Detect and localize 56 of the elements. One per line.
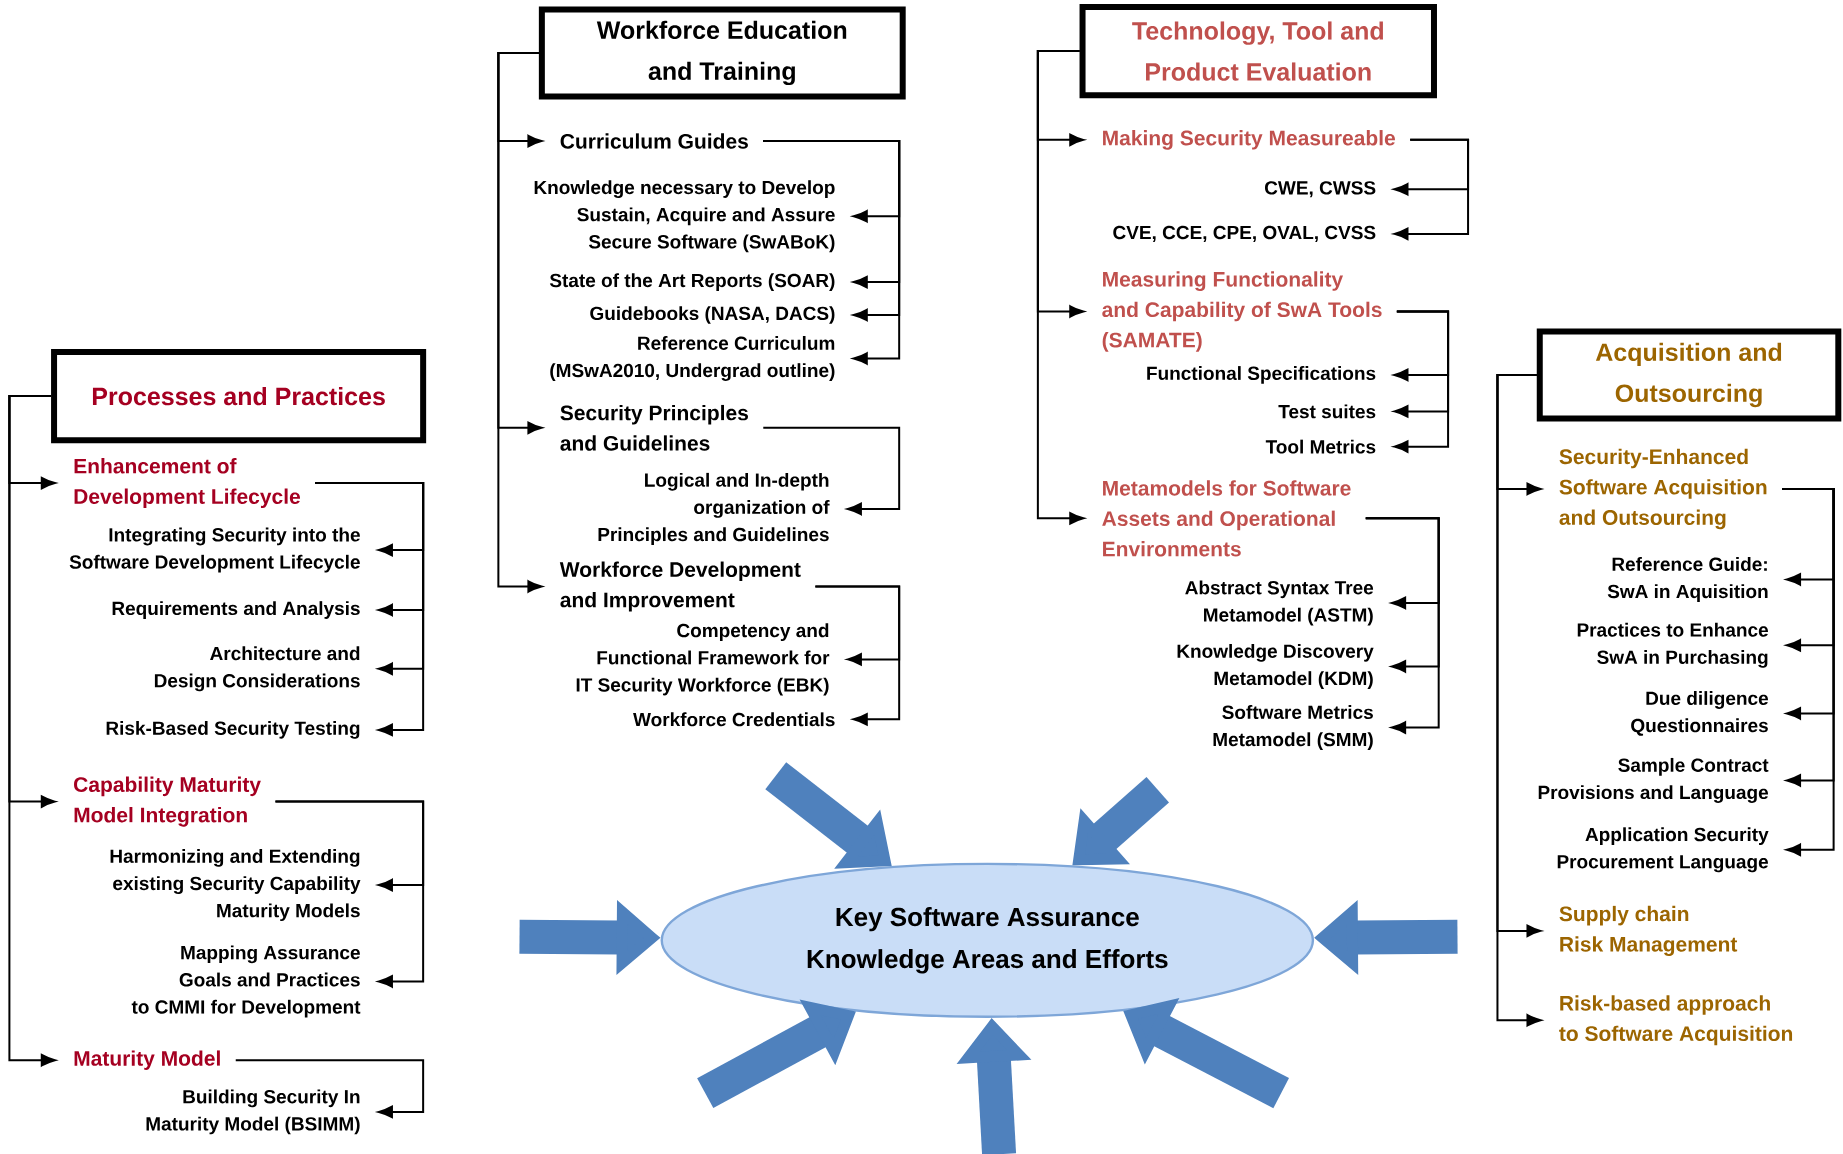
item-label: Harmonizing and Extending existing Security Capability Maturity Models bbox=[110, 849, 361, 922]
category-label: Capability Maturity Model Integration bbox=[74, 776, 261, 827]
item-label: Competency and Functional Framework for IT Security Workforce (EBK) bbox=[576, 623, 830, 696]
item-label: Integrating Security into the Software Development Lifecycle bbox=[69, 527, 360, 573]
connector-arrow bbox=[8, 395, 56, 1067]
item-label: Tool Metrics bbox=[1265, 439, 1376, 454]
category-label: Security-Enhanced Software Acquisition and Outsourcing bbox=[1559, 448, 1767, 530]
connector-arrow bbox=[234, 1059, 425, 1119]
category-label: Workforce Development and Improvement bbox=[559, 561, 801, 612]
item-label: Knowledge Discovery Metamodel (KDM) bbox=[1177, 644, 1374, 689]
connector-arrow bbox=[497, 51, 543, 593]
item-label: Mapping Assurance Goals and Practices to CMMI for Development bbox=[131, 945, 361, 1018]
heading-box: Technology, Tool and Product Evaluation bbox=[1079, 4, 1437, 99]
connector-arrow bbox=[762, 140, 901, 365]
connector-arrow bbox=[762, 426, 901, 516]
connector-arrow bbox=[1393, 310, 1450, 453]
category-label: Enhancement of Development Lifecycle bbox=[74, 458, 300, 509]
category-label: Supply chain Risk Management bbox=[1559, 905, 1738, 956]
item-label: Building Security In Maturity Model (BSIMM) bbox=[146, 1089, 360, 1135]
connector-arrow bbox=[274, 800, 425, 988]
item-label: Software Metrics Metamodel (SMM) bbox=[1213, 705, 1373, 750]
item-label: Sample Contract Provisions and Language bbox=[1538, 757, 1769, 803]
connector-arrow bbox=[814, 585, 901, 726]
item-label: Workforce Credentials bbox=[633, 712, 835, 727]
connector-arrow bbox=[1781, 487, 1835, 857]
item-label: CVE, CCE, CPE, OVAL, CVSS bbox=[1113, 225, 1376, 242]
item-label: Knowledge necessary to Develop Sustain, Acquire and Assure Secure Software (SwABoK) bbox=[534, 180, 835, 253]
item-label: Guidebooks (NASA, DACS) bbox=[590, 306, 835, 324]
heading-box: Processes and Practices bbox=[51, 349, 427, 444]
category-label: Security Principles and Guidelines bbox=[560, 404, 748, 451]
connector-arrow bbox=[314, 482, 425, 737]
connector-arrow bbox=[1393, 138, 1470, 241]
category-label: Metamodels for Software Assets and Operational Environments bbox=[1102, 480, 1351, 557]
connector-arrow bbox=[1364, 517, 1440, 734]
item-label: Requirements and Analysis bbox=[112, 601, 360, 619]
item-label: Abstract Syntax Tree Metamodel (ASTM) bbox=[1185, 580, 1374, 626]
item-label: CWE, CWSS bbox=[1265, 181, 1376, 198]
connector-arrow bbox=[1036, 50, 1085, 525]
item-label: Practices to Enhance SwA in Purchasing bbox=[1577, 622, 1768, 668]
item-label: Risk-Based Security Testing bbox=[106, 721, 360, 739]
category-label: Risk-based approach to Software Acquisition bbox=[1559, 995, 1793, 1046]
category-label: Making Security Measureable bbox=[1103, 130, 1395, 150]
item-label: Reference Guide: SwA in Aquisition bbox=[1607, 557, 1768, 602]
item-label: Logical and In-depth organization of Principles and Guidelines bbox=[598, 472, 830, 545]
item-label: Due diligence Questionnaires bbox=[1631, 691, 1768, 736]
item-label: Test suites bbox=[1278, 404, 1376, 419]
item-label: Functional Specifications bbox=[1147, 366, 1376, 384]
item-label: Reference Curriculum (MSwA2010, Undergrad outline) bbox=[550, 336, 835, 381]
item-label: Application Security Procurement Language bbox=[1557, 827, 1769, 873]
category-label: Curriculum Guides bbox=[560, 133, 748, 149]
heading-box: Acquisition and Outsourcing bbox=[1536, 328, 1842, 422]
category-label: Maturity Model bbox=[74, 1050, 220, 1070]
item-label: State of the Art Reports (SOAR) bbox=[549, 273, 835, 291]
category-label: Measuring Functionality and Capability of SwA Tools (SAMATE) bbox=[1102, 271, 1382, 352]
heading-box: Workforce Education and Training bbox=[538, 6, 906, 100]
item-label: Architecture and Design Considerations bbox=[154, 646, 360, 692]
